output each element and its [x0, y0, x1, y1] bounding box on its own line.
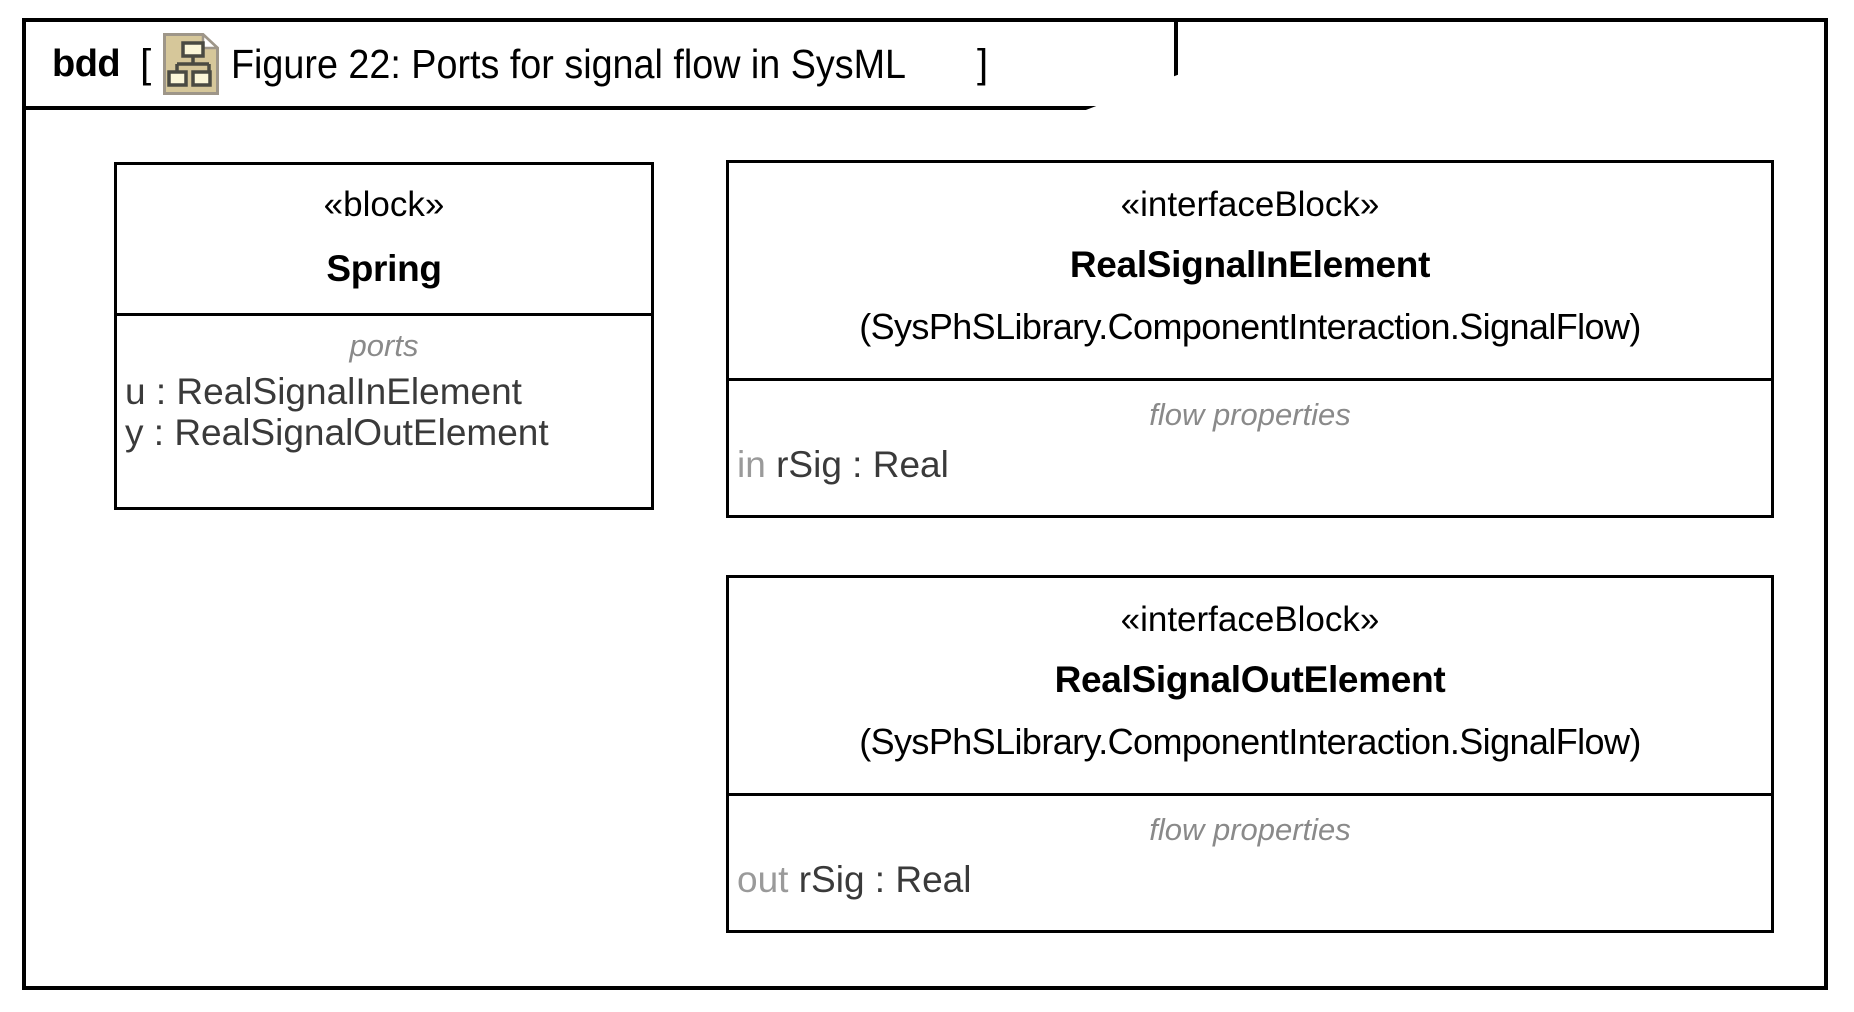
interface-block-stereotype: «interfaceBlock»: [1120, 185, 1380, 224]
interface-block-name: RealSignalOutElement: [1054, 659, 1446, 700]
block-real-signal-out-element[interactable]: «interfaceBlock» RealSignalOutElement (S…: [726, 575, 1774, 933]
block-real-signal-in-element[interactable]: «interfaceBlock» RealSignalInElement (Sy…: [726, 160, 1774, 518]
block-spring-ports-compartment: ports u : RealSignalInElement y : RealSi…: [117, 313, 651, 510]
block-spring-header: «block» Spring: [117, 165, 651, 313]
bracket-close: ]: [977, 41, 989, 86]
diagram-title: Figure 22: Ports for signal flow in SysM…: [231, 40, 907, 87]
flow-property-signature: rSig : Real: [798, 859, 972, 900]
interface-block-qualified-name: (SysPhSLibrary.ComponentInteraction.Sign…: [859, 306, 1641, 347]
block-spring[interactable]: «block» Spring ports u : RealSignalInEle…: [114, 162, 654, 510]
flow-properties-label: flow properties: [1149, 812, 1351, 847]
bracket-open: [: [140, 41, 152, 86]
flow-property-signature: rSig : Real: [776, 444, 949, 485]
interface-block-stereotype: «interfaceBlock»: [1120, 600, 1380, 639]
flow-properties-compartment: flow properties in rSig : Real: [729, 378, 1771, 518]
interface-block-name: RealSignalInElement: [1069, 244, 1431, 285]
flow-direction-keyword: in: [737, 444, 766, 485]
block-real-signal-out-element-header: «interfaceBlock» RealSignalOutElement (S…: [729, 578, 1771, 793]
flow-direction-keyword: out: [737, 859, 789, 900]
interface-block-qualified-name: (SysPhSLibrary.ComponentInteraction.Sign…: [859, 721, 1641, 762]
block-real-signal-in-element-header: «interfaceBlock» RealSignalInElement (Sy…: [729, 163, 1771, 378]
diagram-frame: bdd [ Figure 22: Ports for signal flow i…: [22, 18, 1828, 990]
ports-compartment-label: ports: [349, 328, 419, 363]
diagram-kind-label: bdd: [52, 42, 121, 85]
block-spring-name: Spring: [326, 248, 442, 289]
flow-properties-label: flow properties: [1149, 397, 1351, 432]
port-item: y : RealSignalOutElement: [125, 411, 549, 453]
flow-properties-compartment: flow properties out rSig : Real: [729, 793, 1771, 933]
flow-property-item: in rSig : Real: [729, 444, 1771, 485]
port-item: u : RealSignalInElement: [125, 371, 522, 412]
block-definition-diagram-icon: [163, 33, 220, 95]
diagram-frame-header: bdd [ Figure 22: Ports for signal flow i…: [26, 22, 1178, 110]
flow-property-item: out rSig : Real: [729, 859, 1771, 900]
block-spring-stereotype: «block»: [323, 185, 445, 224]
